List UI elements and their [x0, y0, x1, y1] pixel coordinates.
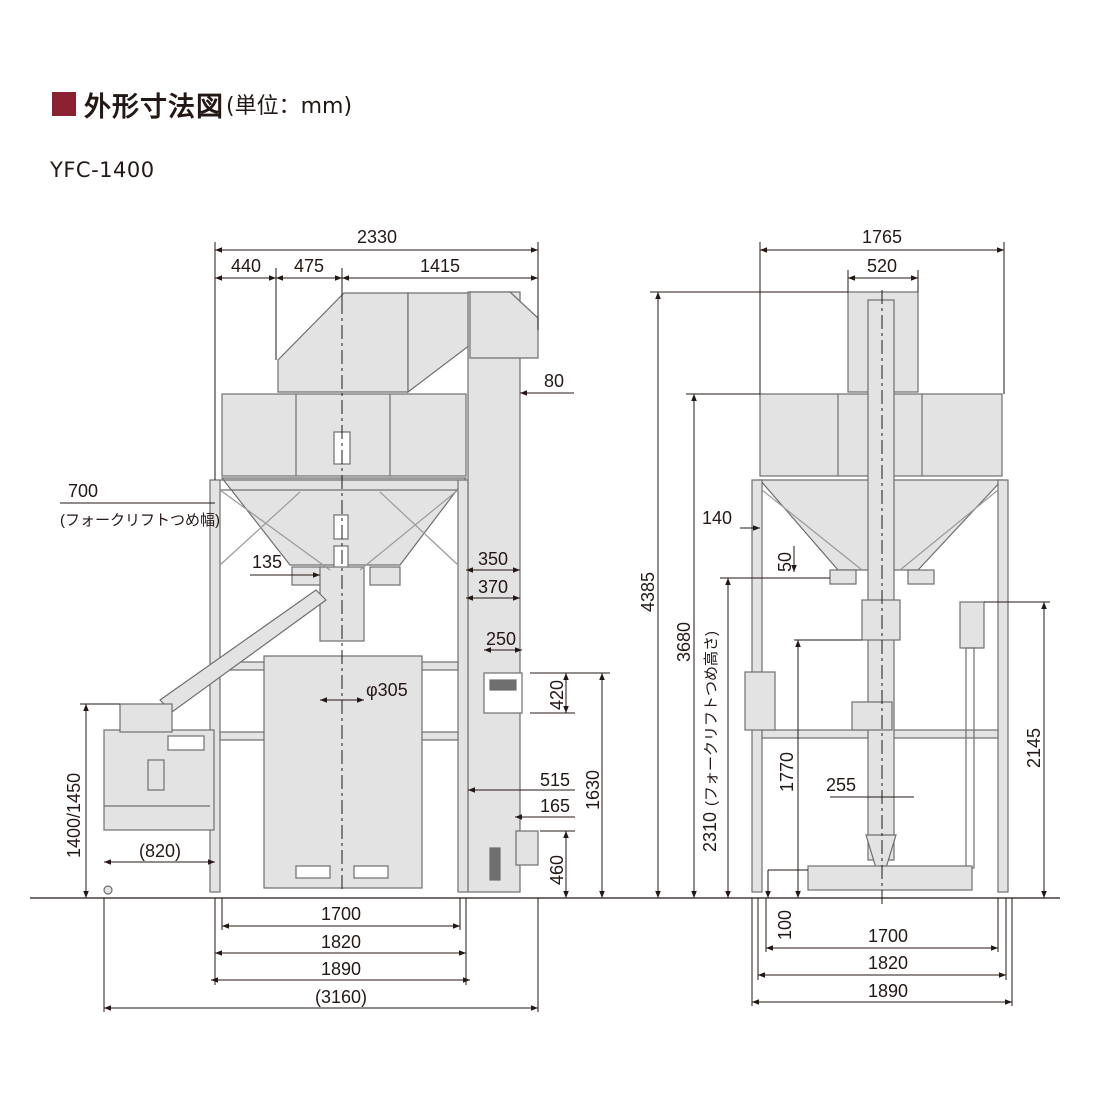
dim-side-2145: 2145	[1024, 728, 1044, 768]
side-control-box	[744, 671, 776, 731]
side-dimension-labels: 1765 520 4385 3680 2310 (フォークリフトつめ高さ) 14…	[638, 227, 1044, 1001]
front-upper-chute	[277, 292, 409, 393]
side-center-column	[867, 299, 895, 861]
dim-front-1400-1450: 1400/1450	[64, 773, 84, 858]
dim-front-1630: 1630	[583, 770, 603, 810]
front-elevator-head	[469, 291, 539, 359]
front-control-panel	[483, 672, 523, 714]
dim-front-820: (820)	[139, 841, 181, 861]
dim-front-700: 700	[68, 481, 98, 501]
front-lower-box	[515, 830, 539, 866]
dim-front-forklift-width-label: (フォークリフトつめ幅)	[60, 512, 220, 529]
dim-side-bottom-1890: 1890	[868, 981, 908, 1001]
dim-side-2310: 2310	[700, 812, 720, 852]
side-frame-right-leg	[997, 479, 1009, 893]
dim-front-515: 515	[540, 770, 570, 790]
dim-side-140: 140	[702, 508, 732, 528]
unit-label: (単位：mm)	[226, 94, 353, 119]
dim-front-bottom-1700: 1700	[321, 904, 361, 924]
dim-front-460: 460	[547, 855, 567, 885]
front-bulk-bag	[263, 655, 423, 889]
dim-front-250: 250	[486, 629, 516, 649]
dim-side-4385: 4385	[638, 572, 658, 612]
diagram-header: 外形寸法図 (単位：mm)	[52, 84, 352, 124]
dim-front-350: 350	[478, 549, 508, 569]
dim-side-50: 50	[775, 552, 795, 572]
dim-front-overall-width: 2330	[357, 227, 397, 247]
dim-front-420: 420	[547, 680, 567, 710]
dim-side-overall-width: 1765	[862, 227, 902, 247]
dim-front-370: 370	[478, 577, 508, 597]
dim-front-1415: 1415	[420, 256, 460, 276]
dim-side-520: 520	[867, 256, 897, 276]
dim-side-bottom-1820: 1820	[868, 953, 908, 973]
side-view	[744, 291, 1009, 893]
front-dimension-labels: 2330 440 475 1415 80 700 (フォークリフトつめ幅) 13…	[60, 227, 603, 1007]
dim-front-80: 80	[544, 371, 564, 391]
page-title: 外形寸法図	[84, 91, 224, 123]
front-frame-right-leg	[457, 479, 469, 893]
dim-front-bottom-1890: 1890	[321, 959, 361, 979]
front-elevator-column	[467, 291, 521, 893]
dim-front-bottom-1820: 1820	[321, 932, 361, 952]
dim-front-phi305: φ305	[366, 680, 408, 700]
dim-side-3680: 3680	[674, 622, 694, 662]
front-chute-slope	[407, 292, 471, 394]
model-name: YFC-1400	[50, 158, 155, 182]
dim-front-475: 475	[294, 256, 324, 276]
dim-side-100: 100	[775, 910, 795, 940]
dim-side-bottom-1700: 1700	[868, 926, 908, 946]
dim-front-bottom-3160: (3160)	[315, 987, 367, 1007]
dim-front-440: 440	[231, 256, 261, 276]
front-view	[103, 291, 539, 895]
dim-front-135: 135	[252, 552, 282, 572]
dim-side-forklift-height-label: (フォークリフトつめ高さ)	[703, 631, 720, 806]
title-marker	[52, 92, 76, 116]
dim-side-255: 255	[826, 775, 856, 795]
dim-front-165: 165	[540, 796, 570, 816]
side-pallet	[807, 865, 973, 891]
dim-side-1770: 1770	[777, 752, 797, 792]
